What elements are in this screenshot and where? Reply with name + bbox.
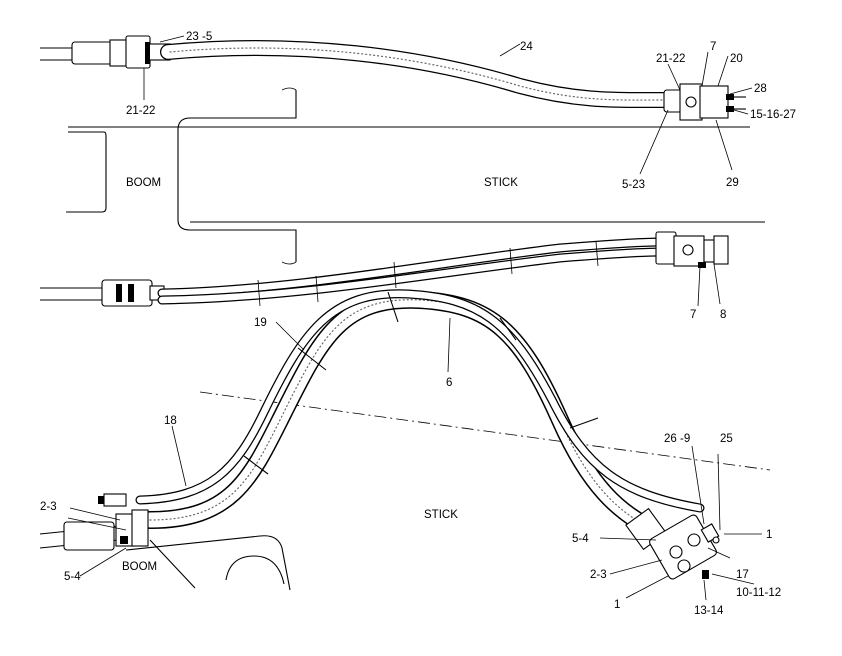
callout-10-11-12: 10-11-12	[736, 587, 781, 599]
boom-outline-top	[66, 131, 107, 213]
callout-28: 28	[754, 83, 767, 95]
callout-5-4-right: 5-4	[572, 533, 589, 545]
leader-lines	[67, 35, 762, 601]
stick-outline-top	[177, 90, 297, 262]
boom-label-bottom: BOOM	[122, 561, 157, 573]
hose-6	[141, 290, 659, 537]
hose-clamps	[243, 291, 599, 475]
left-fitting-mid	[40, 279, 165, 307]
callout-18: 18	[164, 415, 177, 427]
callout-1-bottom: 1	[614, 599, 620, 611]
hose-24	[160, 40, 676, 109]
stick-label-top: STICK	[484, 177, 518, 189]
callout-8: 8	[720, 309, 726, 321]
callout-21-22-left: 21-22	[126, 105, 155, 117]
right-valve-bottom	[625, 507, 720, 580]
left-fitting-top	[40, 35, 171, 69]
right-valve-top	[663, 83, 746, 121]
callout-1-right: 1	[766, 529, 772, 541]
callout-6: 6	[446, 377, 452, 389]
callout-19: 19	[254, 317, 267, 329]
stick-label-bottom: STICK	[424, 509, 458, 521]
right-valve-mid	[655, 231, 729, 268]
callout-29: 29	[726, 177, 739, 189]
section-labels: BOOM STICK STICK BOOM	[122, 177, 518, 573]
part-callouts: 23 -5 24 21-22 21-22 7 20 28 15-16-27 5-…	[40, 31, 796, 617]
callout-13-14: 13-14	[694, 605, 724, 617]
callout-20: 20	[730, 53, 743, 65]
callout-17: 17	[736, 569, 749, 581]
callout-21-22-right: 21-22	[656, 53, 685, 65]
callout-2-3-right: 2-3	[590, 569, 607, 581]
top-view	[40, 35, 765, 265]
middle-view	[40, 231, 729, 307]
hose-bundle-mid	[157, 237, 665, 307]
bottom-view	[39, 289, 771, 591]
callout-5-23: 5-23	[622, 179, 645, 191]
callout-23-5: 23 -5	[186, 31, 212, 43]
boom-label-top: BOOM	[126, 177, 161, 189]
hose-18	[135, 289, 705, 513]
callout-7-mid: 7	[690, 309, 696, 321]
callout-5-4-left: 5-4	[64, 571, 81, 583]
stick-end-curve	[281, 87, 297, 265]
left-fitting-bottom	[39, 493, 149, 551]
callout-26-9: 26 -9	[664, 433, 690, 445]
callout-25: 25	[720, 433, 733, 445]
callout-2-3-left: 2-3	[40, 501, 57, 513]
callout-24: 24	[520, 41, 533, 53]
boom-outline-bottom-2	[225, 555, 285, 585]
boom-outline-bottom	[125, 535, 291, 591]
callout-7-top: 7	[710, 41, 716, 53]
boom-diagonal	[149, 539, 196, 589]
callout-15-16-27: 15-16-27	[750, 109, 796, 121]
